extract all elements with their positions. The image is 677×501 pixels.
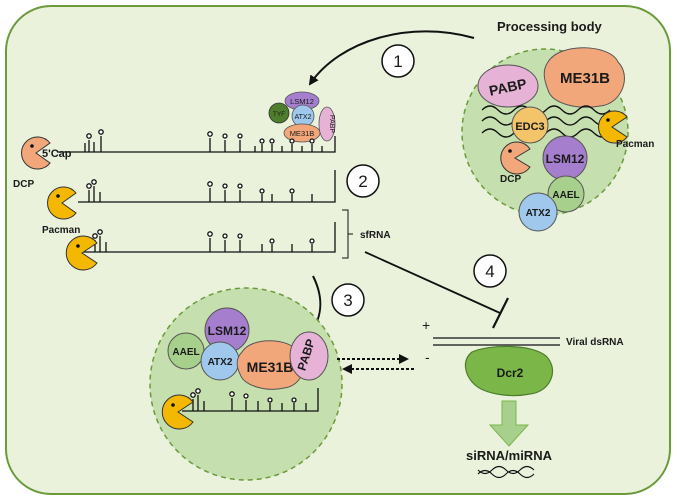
- dcp-cap-enzyme: DCP 5'Cap: [13, 136, 72, 190]
- dcr2-enzyme: Dcr2: [464, 345, 554, 397]
- svg-text:ATX2: ATX2: [208, 357, 233, 368]
- pbody-pabp: PABP: [477, 64, 539, 108]
- complex-pabp: PABP: [318, 106, 336, 142]
- svg-text:Dcr2: Dcr2: [497, 366, 524, 380]
- svg-text:LSM12: LSM12: [546, 152, 585, 166]
- rna-strand-capped: [57, 129, 336, 153]
- viral-dsrna: [433, 337, 560, 346]
- svg-text:ME31B: ME31B: [560, 70, 610, 87]
- pbody-aael: AAEL: [547, 175, 585, 213]
- svg-text:LSM12: LSM12: [290, 97, 314, 106]
- svg-text:sfRNA: sfRNA: [360, 230, 391, 241]
- svg-text:Pacman: Pacman: [42, 225, 80, 236]
- inhibition-bar: [492, 297, 509, 329]
- pbody-atx2: ATX2: [518, 192, 558, 232]
- plus-sign: +: [422, 317, 430, 333]
- sfrna-bracket: sfRNA: [342, 209, 391, 259]
- step-2-marker: 2: [346, 164, 380, 198]
- svg-text:ME31B: ME31B: [290, 129, 315, 138]
- bottom-pacman: [161, 394, 194, 430]
- svg-text:DCP: DCP: [13, 179, 34, 190]
- bottom-granule: [149, 287, 343, 481]
- bottom-lsm12: LSM12: [204, 307, 250, 353]
- svg-text:PABP: PABP: [488, 75, 528, 99]
- svg-text:DCP: DCP: [500, 174, 521, 185]
- svg-text:EDC3: EDC3: [515, 121, 544, 133]
- bottom-pabp: PABP: [289, 331, 329, 381]
- svg-text:PABP: PABP: [328, 115, 335, 133]
- svg-text:LSM12: LSM12: [208, 324, 247, 338]
- bottom-atx2: ATX2: [200, 341, 240, 381]
- svg-text:1: 1: [393, 52, 402, 71]
- sirna-mirna-label: siRNA/miRNA: [466, 448, 553, 463]
- svg-text:2: 2: [358, 172, 367, 191]
- pbody-pacman: Pacman: [598, 110, 654, 150]
- pbody-lsm12: LSM12: [542, 135, 588, 181]
- rna-strand-decapped: [78, 170, 336, 203]
- rna-strand-sfrna: [83, 222, 336, 253]
- svg-text:5'Cap: 5'Cap: [42, 148, 72, 160]
- processing-body-title: Processing body: [497, 19, 603, 34]
- pacman-stalled: [65, 235, 98, 271]
- svg-text:ATX2: ATX2: [295, 114, 312, 121]
- bottom-me31b: ME31B: [236, 340, 305, 390]
- bottom-rna: [182, 388, 319, 412]
- svg-text:ATX2: ATX2: [526, 208, 551, 219]
- arrow-step-1: [308, 30, 475, 86]
- svg-text:AAEL: AAEL: [172, 347, 199, 358]
- step-3-marker: 3: [331, 283, 365, 317]
- inhibition-line: [364, 251, 501, 314]
- svg-text:TYF: TYF: [273, 111, 285, 118]
- complex-me31b: ME31B: [283, 123, 321, 143]
- svg-text:AAEL: AAEL: [552, 190, 579, 201]
- svg-text:Pacman: Pacman: [616, 139, 654, 150]
- complex-tyf: TYF: [268, 102, 290, 124]
- viral-dsrna-label: Viral dsRNA: [566, 337, 624, 348]
- step-1-marker: 1: [381, 44, 415, 78]
- small-rna-helix: [477, 465, 535, 479]
- pbody-me31b: ME31B: [543, 47, 625, 108]
- svg-text:3: 3: [343, 291, 352, 310]
- svg-text:ME31B: ME31B: [247, 359, 294, 375]
- bottom-aael: AAEL: [167, 332, 205, 370]
- pbody-edc3: EDC3: [511, 106, 549, 144]
- svg-text:4: 4: [485, 262, 494, 281]
- step-4-marker: 4: [473, 254, 507, 288]
- dcr2-product-arrow: [488, 400, 530, 447]
- pbody-dcp: DCP: [500, 141, 531, 185]
- pacman-enzyme: Pacman: [42, 186, 80, 236]
- minus-sign: -: [425, 349, 430, 365]
